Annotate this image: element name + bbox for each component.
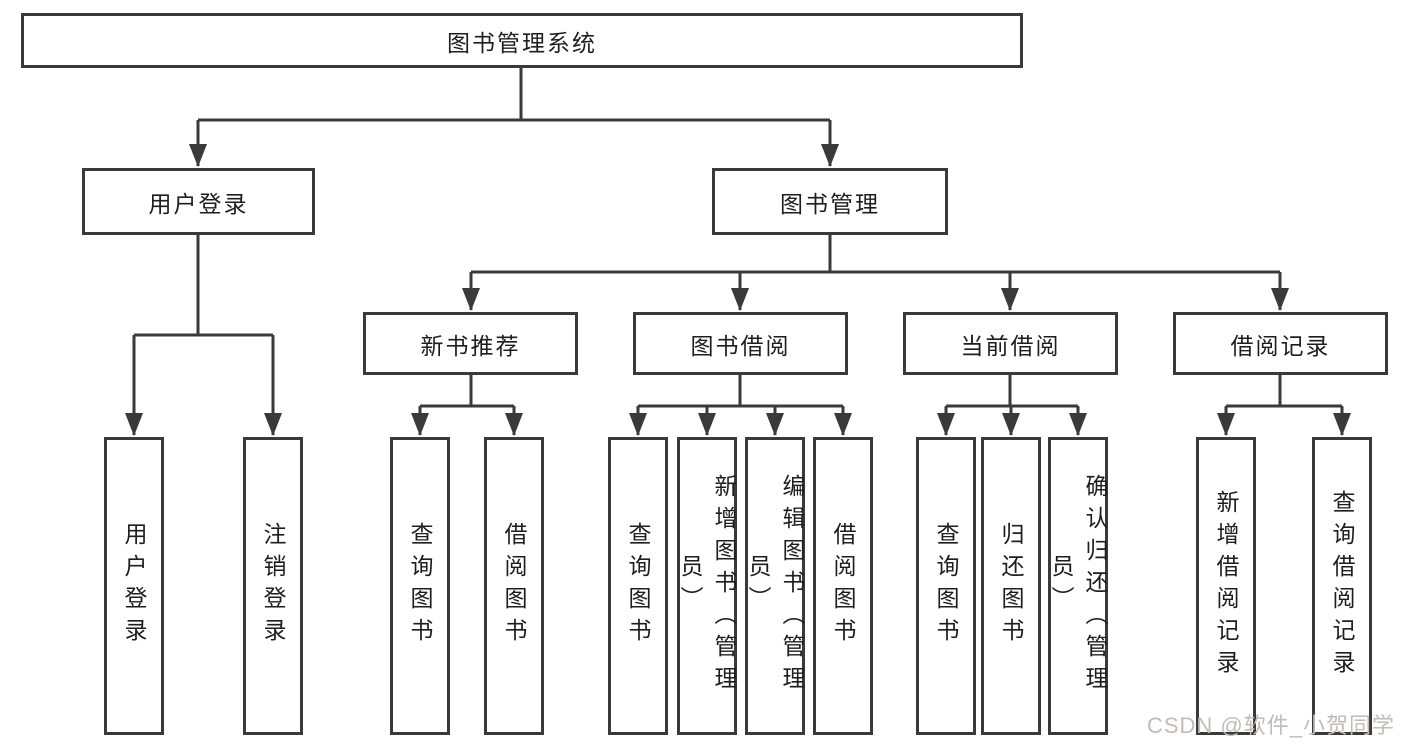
node-borrow-records: 借阅记录 — [1173, 312, 1388, 375]
node-user-login-leaf: 用户登录 — [104, 437, 164, 735]
node-add-books-admin: 新增图书（管理员） — [677, 437, 737, 735]
node-current-borrow: 当前借阅 — [903, 312, 1118, 375]
node-borrow-books-recommend: 借阅图书 — [484, 437, 544, 735]
node-return-books: 归还图书 — [981, 437, 1041, 735]
node-edit-books-admin: 编辑图书（管理员） — [745, 437, 805, 735]
node-logout-leaf: 注销登录 — [243, 437, 303, 735]
node-new-book-recommend: 新书推荐 — [363, 312, 578, 375]
node-book-management: 图书管理 — [712, 168, 948, 235]
node-borrow-books-leaf: 借阅图书 — [813, 437, 873, 735]
node-query-books-current: 查询图书 — [916, 437, 976, 735]
node-book-borrow: 图书借阅 — [633, 312, 848, 375]
csdn-watermark: CSDN @软件_小贺同学 — [1146, 713, 1395, 738]
node-user-login: 用户登录 — [82, 168, 315, 235]
node-query-books-recommend: 查询图书 — [390, 437, 450, 735]
node-query-borrow-record: 查询借阅记录 — [1312, 437, 1372, 735]
connector-rails — [134, 68, 1342, 408]
node-confirm-return-admin: 确认归还（管理员） — [1048, 437, 1108, 735]
node-root-system: 图书管理系统 — [21, 13, 1023, 68]
node-add-borrow-record: 新增借阅记录 — [1196, 437, 1256, 735]
node-query-books-borrow: 查询图书 — [608, 437, 668, 735]
